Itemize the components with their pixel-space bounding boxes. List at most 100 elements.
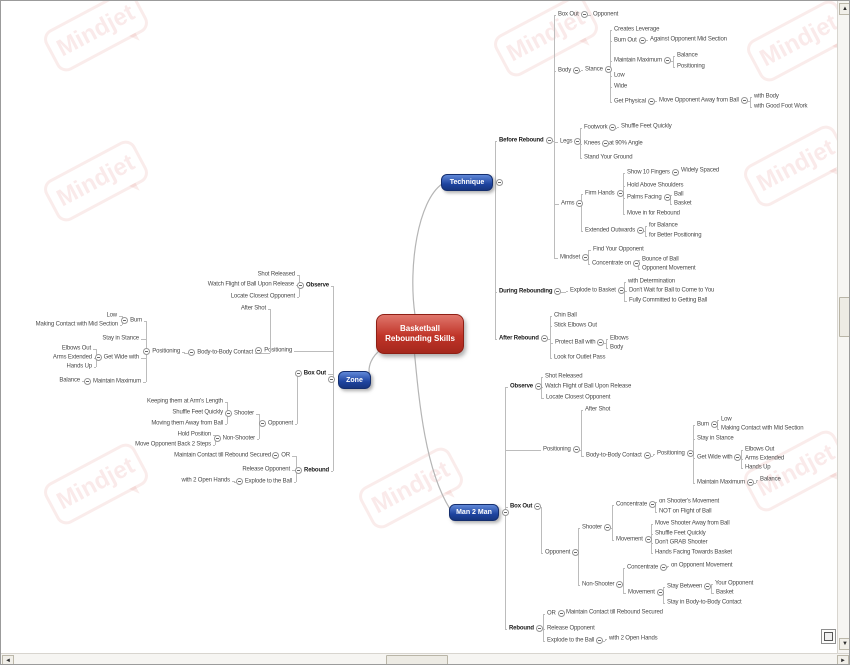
expander-icon[interactable]: [582, 254, 589, 261]
topic-concentrate-on[interactable]: Concentrate on: [592, 260, 631, 267]
expander-icon[interactable]: [639, 37, 646, 44]
topic-low[interactable]: Low: [614, 72, 625, 79]
scroll-up-button[interactable]: ▲: [839, 3, 849, 15]
topic-maintain-maximum[interactable]: Maintain Maximum: [697, 479, 745, 486]
topic-get-physical[interactable]: Get Physical: [614, 98, 646, 105]
topic-move-in-for-rebound[interactable]: Move in for Rebound: [627, 210, 680, 217]
central-topic[interactable]: Basketball Rebounding Skills: [376, 314, 464, 354]
horizontal-scrollbar[interactable]: ◄ ►: [1, 653, 849, 664]
topic-concentrate[interactable]: Concentrate: [627, 564, 659, 571]
topic-ball[interactable]: Ball: [674, 191, 684, 198]
topic-opponent[interactable]: Opponent: [593, 11, 619, 18]
topic-during-rebounding[interactable]: During Rebounding: [499, 288, 553, 295]
topic-balance[interactable]: Balance: [760, 476, 781, 483]
expander-icon[interactable]: [534, 503, 541, 510]
topic-get-wide-with[interactable]: Get Wide with: [697, 454, 733, 461]
topic-hands-facing-towards-basket[interactable]: Hands Facing Towards Basket: [655, 549, 732, 556]
topic-maintain-contact-till-rebound-secured[interactable]: Maintain Contact till Rebound Secured: [174, 452, 271, 459]
topic-footwork[interactable]: Footwork: [584, 124, 608, 131]
topic-bum[interactable]: Bum: [697, 421, 709, 428]
topic-rebound[interactable]: Rebound: [509, 625, 534, 632]
expander-icon[interactable]: [609, 124, 616, 131]
topic-protect-ball-with[interactable]: Protect Ball with: [555, 339, 596, 346]
expander-icon[interactable]: [596, 637, 603, 644]
topic-stay-in-stance[interactable]: Stay in Stance: [697, 435, 734, 442]
topic-positioning[interactable]: Positioning: [677, 63, 705, 70]
expander-icon[interactable]: [236, 478, 243, 485]
expander-icon[interactable]: [602, 140, 609, 147]
main-topic-zone[interactable]: Zone: [338, 371, 371, 389]
expander-icon[interactable]: [546, 137, 553, 144]
topic-or[interactable]: OR: [281, 452, 290, 459]
topic-shot-released[interactable]: Shot Released: [257, 271, 296, 278]
topic-extended-outwards[interactable]: Extended Outwards: [585, 227, 636, 234]
topic-move-opponent-back-2-steps[interactable]: Move Opponent Back 2 Steps: [135, 441, 211, 448]
topic-body[interactable]: Body: [558, 67, 572, 74]
topic-shuffle-feet-quickly[interactable]: Shuffle Feet Quickly: [621, 123, 672, 130]
topic-hands-up[interactable]: Hands Up: [66, 363, 93, 370]
topic-positioning[interactable]: Positioning: [657, 450, 685, 457]
expander-icon[interactable]: [637, 227, 644, 234]
main-topic-man-2-man[interactable]: Man 2 Man: [449, 504, 499, 521]
topic-moving-them-away-from-ball[interactable]: Moving them Away from Ball: [151, 420, 223, 427]
topic-shot-released[interactable]: Shot Released: [545, 373, 583, 380]
topic-after-rebound[interactable]: After Rebound: [499, 335, 539, 342]
topic-positioning[interactable]: Positioning: [264, 347, 292, 354]
topic-before-rebound[interactable]: Before Rebound: [499, 137, 544, 144]
expander-icon[interactable]: [617, 190, 624, 197]
topic-move-opponent-away-from-ball[interactable]: Move Opponent Away from Ball: [659, 97, 739, 104]
topic-don-t-grab-shooter[interactable]: Don't GRAB Shooter: [655, 539, 708, 546]
expander-icon[interactable]: [741, 97, 748, 104]
topic-low[interactable]: Low: [106, 312, 117, 319]
topic-movement[interactable]: Movement: [616, 536, 643, 543]
expander-icon[interactable]: [604, 524, 611, 531]
topic-arms[interactable]: Arms: [561, 200, 575, 207]
expander-icon[interactable]: [188, 349, 195, 356]
expander-icon[interactable]: [84, 378, 91, 385]
scroll-left-button[interactable]: ◄: [2, 655, 14, 664]
topic-explode-to-basket[interactable]: Explode to Basket: [570, 287, 616, 294]
topic-maintain-maximum[interactable]: Maintain Maximum: [93, 378, 141, 385]
expander-icon[interactable]: [121, 317, 128, 324]
topic-making-contact-with-mid-section[interactable]: Making Contact with Mid Section: [35, 321, 119, 328]
expander-icon[interactable]: [649, 501, 656, 508]
topic-elbows[interactable]: Elbows: [610, 335, 629, 342]
topic-locate-closest-opponent[interactable]: Locate Closest Opponent: [546, 394, 611, 401]
topic-bounce-of-ball[interactable]: Bounce of Ball: [642, 256, 679, 263]
topic-legs[interactable]: Legs: [560, 138, 573, 145]
topic-fully-committed-to-getting-ball[interactable]: Fully Committed to Getting Ball: [629, 297, 708, 304]
topic-with-2-open-hands[interactable]: with 2 Open Hands: [609, 635, 658, 642]
expander-icon[interactable]: [225, 410, 232, 417]
expander-icon[interactable]: [95, 354, 102, 361]
vertical-scrollbar[interactable]: ▲ ▼: [837, 1, 849, 653]
scroll-down-button[interactable]: ▼: [839, 638, 849, 650]
topic-explode-to-the-ball[interactable]: Explode to the Ball: [547, 637, 595, 644]
topic-hands-up[interactable]: Hands Up: [745, 464, 771, 471]
topic-shooter[interactable]: Shooter: [582, 524, 602, 531]
topic-with-determination[interactable]: with Determination: [628, 278, 675, 285]
scroll-right-button[interactable]: ►: [837, 655, 849, 664]
horizontal-scroll-thumb[interactable]: [386, 655, 448, 664]
expander-icon[interactable]: [214, 435, 221, 442]
expander-icon[interactable]: [558, 610, 565, 617]
expander-icon[interactable]: [672, 169, 679, 176]
topic-for-balance[interactable]: for Balance: [649, 222, 678, 229]
expander-icon[interactable]: [259, 420, 266, 427]
topic-low[interactable]: Low: [721, 416, 732, 423]
topic-opponent[interactable]: Opponent: [545, 549, 571, 556]
expander-icon[interactable]: [616, 581, 623, 588]
main-topic-technique[interactable]: Technique: [441, 174, 493, 191]
topic-move-shooter-away-from-ball[interactable]: Move Shooter Away from Ball: [655, 520, 730, 527]
topic-concentrate[interactable]: Concentrate: [616, 501, 648, 508]
topic-maintain-maximum[interactable]: Maintain Maximum: [614, 57, 662, 64]
topic-don-t-wait-for-ball-to-come-to-you[interactable]: Don't Wait for Ball to Come to You: [629, 287, 715, 294]
topic-keeping-them-at-arm-s-length[interactable]: Keeping them at Arm's Length: [147, 398, 223, 405]
expander-icon[interactable]: [573, 67, 580, 74]
topic-body[interactable]: Body: [610, 344, 624, 351]
topic-arms-extended[interactable]: Arms Extended: [52, 354, 92, 361]
fit-map-button[interactable]: [821, 629, 836, 644]
topic-release-opponent[interactable]: Release Opponent: [547, 625, 595, 632]
topic-box-out[interactable]: Box Out: [510, 503, 533, 510]
topic-stay-in-stance[interactable]: Stay in Stance: [102, 335, 139, 342]
topic-body-to-body-contact[interactable]: Body-to-Body Contact: [197, 349, 253, 356]
